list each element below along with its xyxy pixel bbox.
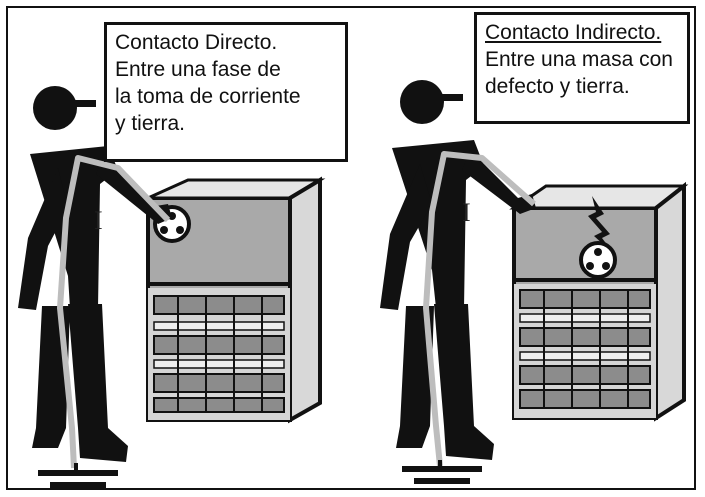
person-figure — [380, 80, 536, 460]
fault-spark-icon — [588, 196, 614, 254]
callout-line: defecto y tierra. — [485, 75, 630, 98]
scene-drawing — [18, 80, 689, 488]
cabinet-grille — [519, 289, 651, 409]
current-path — [57, 155, 171, 469]
cabinet-grille — [153, 295, 285, 413]
callout-line: Entre una masa con — [485, 48, 673, 71]
indirect-contact-callout: Contacto Indirecto. Entre una masa con d… — [474, 12, 690, 124]
electrical-cabinet — [509, 181, 689, 422]
callout-title: Contacto Indirecto. — [485, 21, 662, 44]
current-label: I — [94, 206, 103, 235]
current-path — [423, 151, 536, 467]
ground-symbol — [402, 460, 482, 484]
callout-line: Entre una fase de — [115, 58, 281, 81]
direct-contact-callout: Contacto Directo. Entre una fase de la t… — [104, 22, 348, 162]
callout-title: Contacto Directo. — [115, 31, 278, 54]
current-label: I — [462, 198, 471, 227]
ground-symbol — [38, 463, 118, 488]
indirect-contact-scene — [380, 80, 689, 484]
power-socket — [579, 241, 617, 279]
callout-line: y tierra. — [115, 112, 186, 135]
electrical-cabinet — [146, 176, 326, 424]
callout-line: la toma de corriente — [115, 85, 301, 108]
direct-contact-scene — [18, 86, 326, 488]
illustration-frame: I I Contacto Directo. Entre una fase de … — [6, 6, 696, 490]
